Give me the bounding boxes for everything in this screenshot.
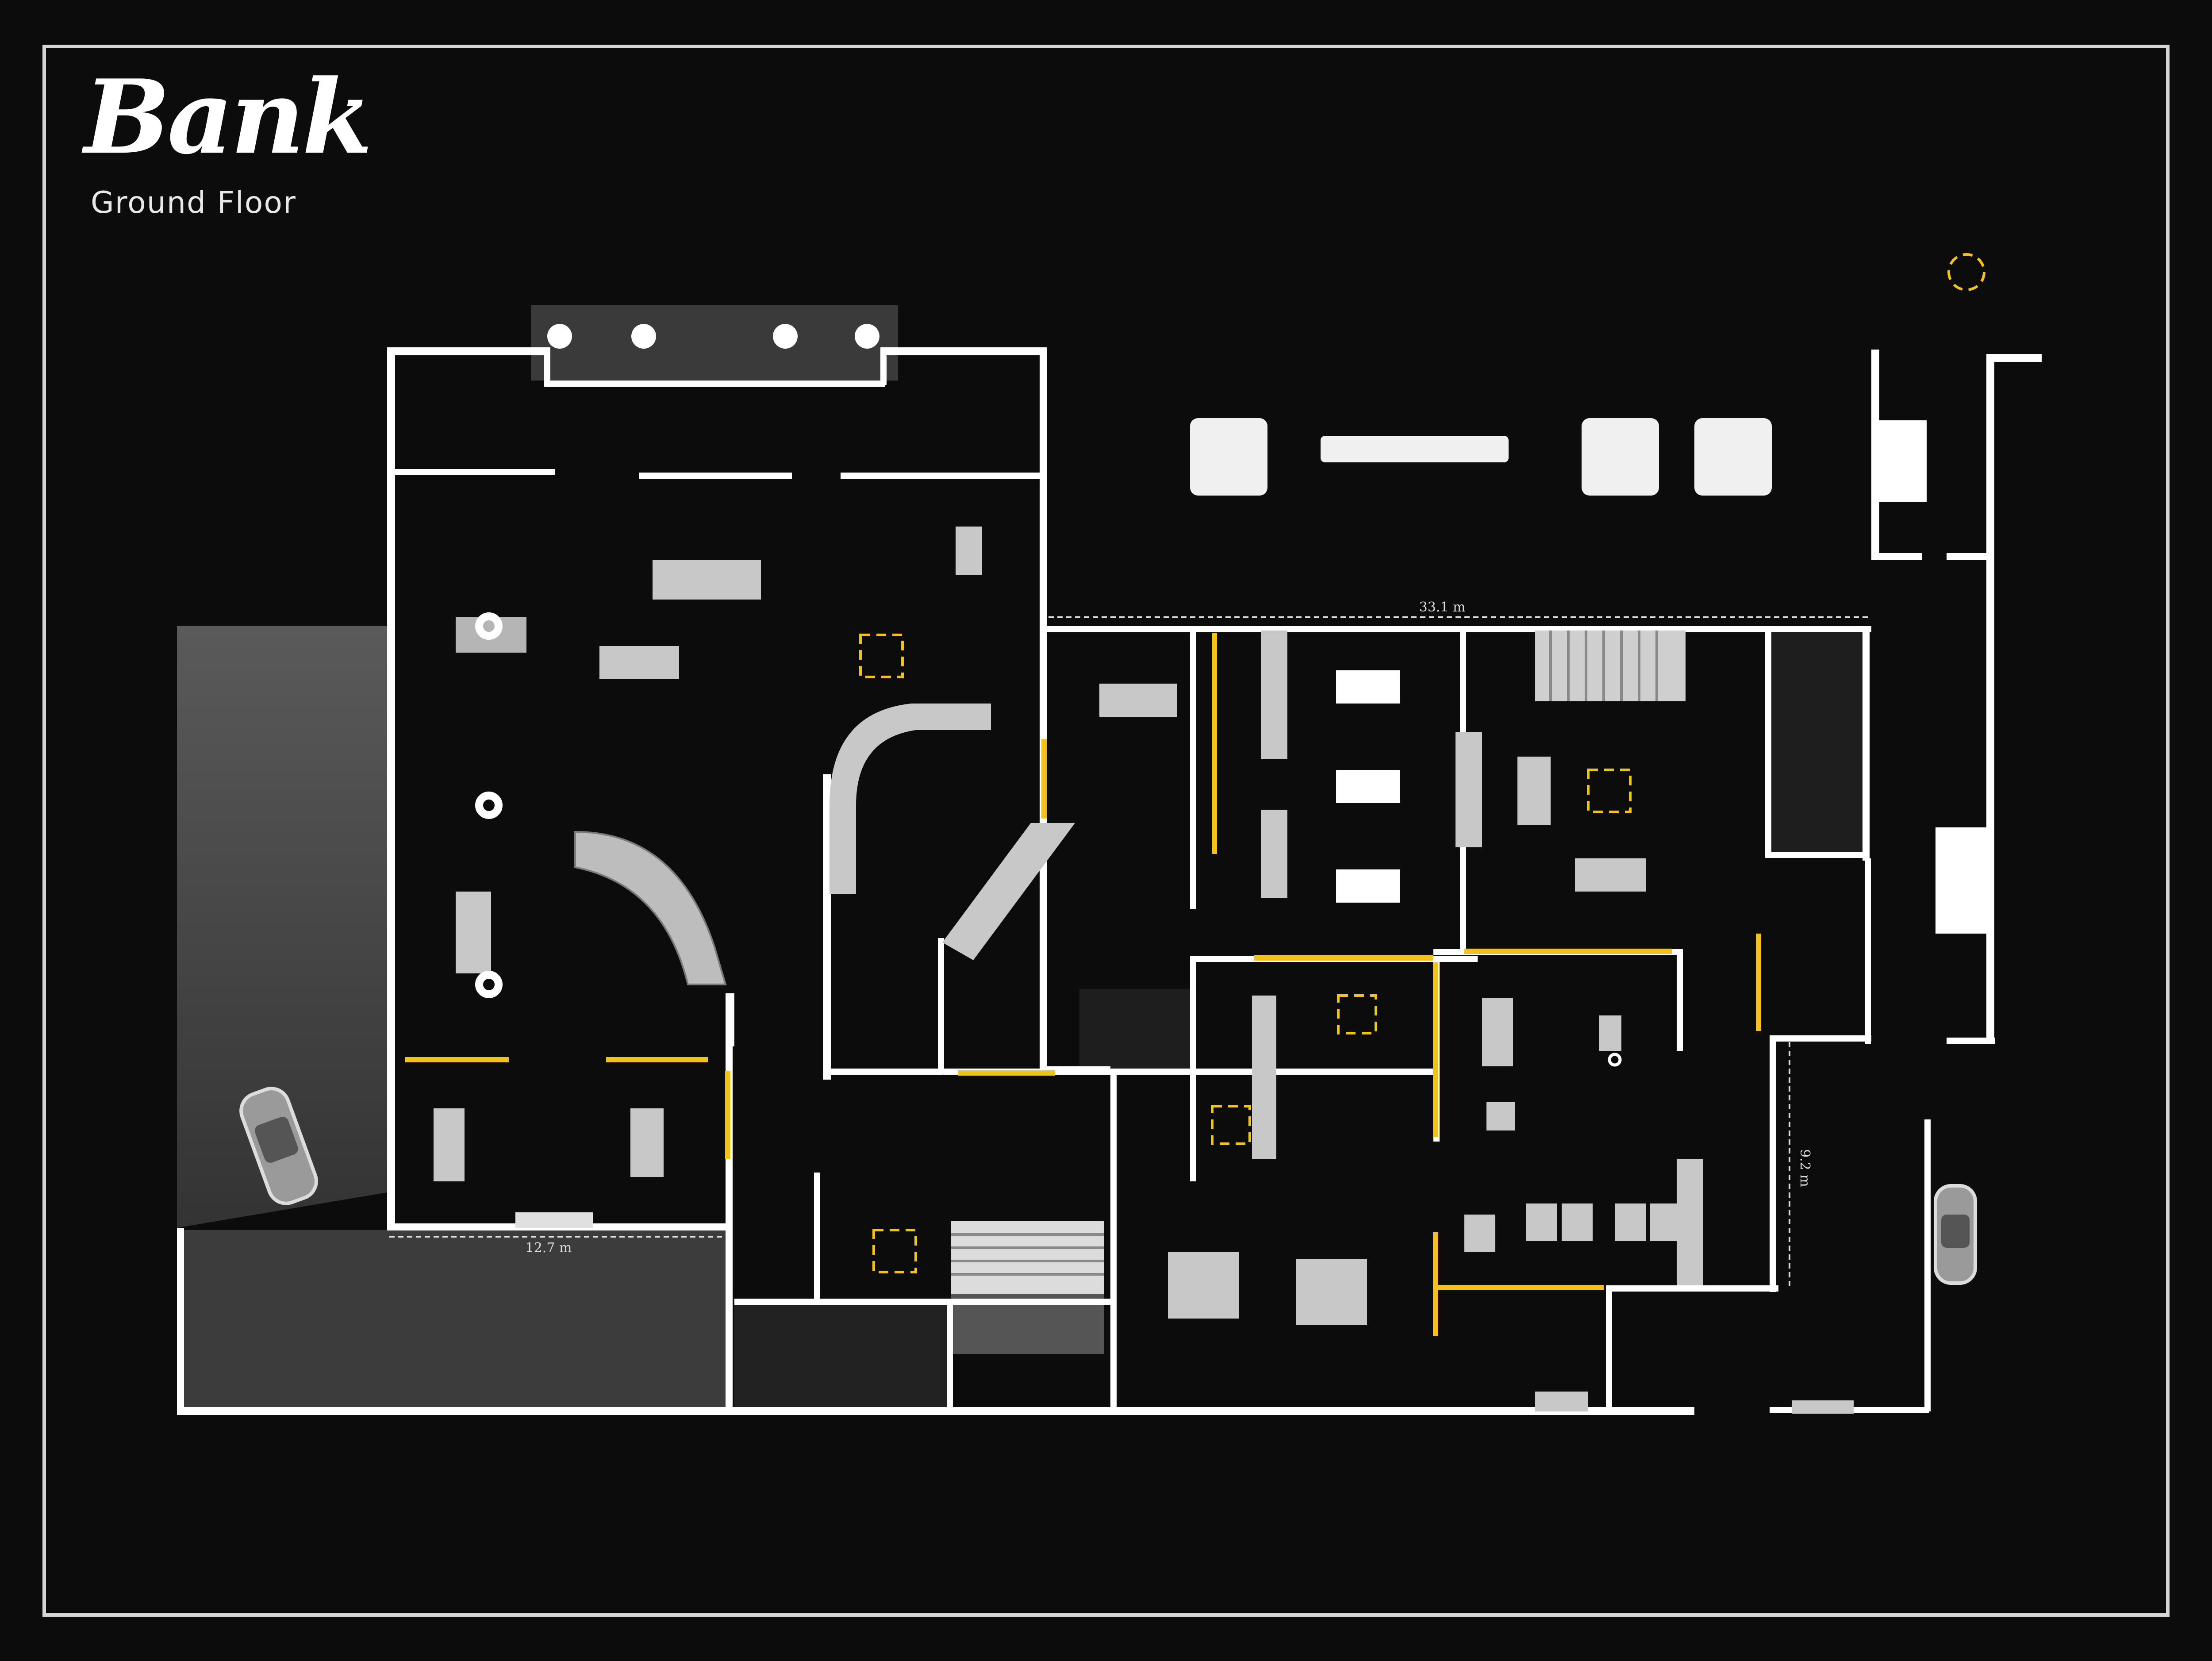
lobby-entrance-zone: [531, 305, 898, 381]
dimension-lines: [389, 616, 1869, 1290]
columns: [1190, 418, 1772, 496]
outdoor-courtyard: [177, 1230, 728, 1411]
staircase-icon: [951, 631, 1686, 1294]
spawn-marker-icon: [859, 253, 1985, 1273]
dimension-label-33-1m: 33.1 m: [1419, 600, 1466, 615]
office-dark: [1079, 989, 1190, 1069]
entrance-lights: [547, 324, 879, 349]
secured-door-icon: [405, 633, 1761, 1336]
dimension-label-9-2m: 9.2 m: [1797, 1149, 1813, 1187]
vault-room-dark: [1765, 626, 1867, 856]
map-frame: [42, 45, 2170, 1617]
diagonal-counter: [942, 823, 1075, 960]
parking-area: [177, 626, 387, 1228]
car-icon: [239, 1087, 1977, 1285]
spiral-staircase-icon: [574, 830, 727, 985]
camera-icon: [475, 612, 1622, 1067]
furniture: [434, 527, 1854, 1414]
map-subtitle: Ground Floor: [91, 185, 296, 220]
teller-counter: [830, 704, 991, 894]
storage-room-dark: [734, 1303, 947, 1411]
map-title: Bank: [84, 58, 373, 177]
dimension-label-12-7m: 12.7 m: [526, 1240, 572, 1256]
